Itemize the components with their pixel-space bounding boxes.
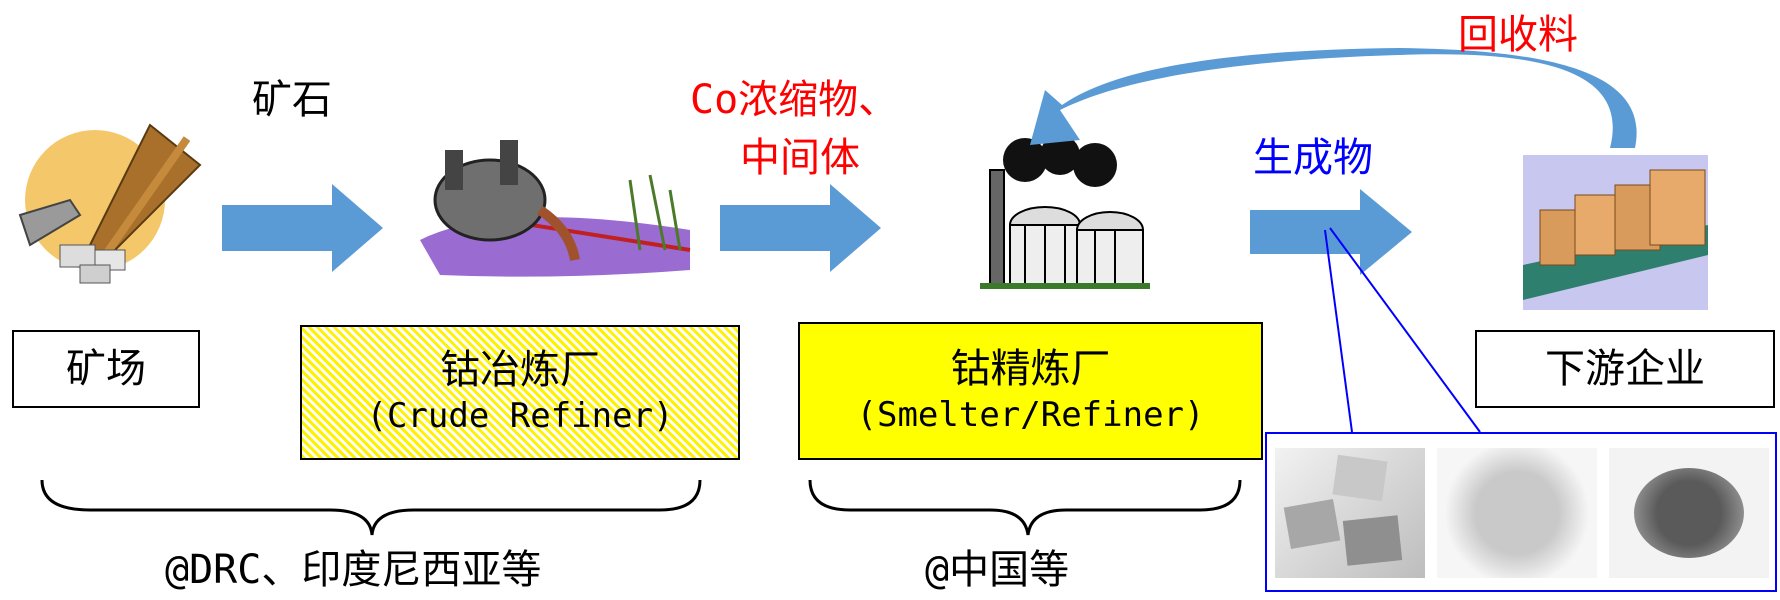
- smelter-refiner-en-label: (Smelter/Refiner): [856, 394, 1205, 435]
- product-flow-arrow: [1250, 189, 1412, 275]
- smelter-refiner-box: 钴精炼厂 (Smelter/Refiner): [798, 322, 1263, 460]
- crude-refiner-box: 钴冶炼厂 (Crude Refiner): [300, 325, 740, 460]
- refinery-factory-icon: [980, 135, 1150, 289]
- product-photos-panel: [1265, 432, 1777, 592]
- conveyor-boxes-icon: [1523, 155, 1708, 310]
- mine-box: 矿场: [12, 330, 200, 408]
- smelter-crucible-icon: [420, 140, 691, 277]
- cobalt-cubes-photo: [1275, 448, 1425, 578]
- cobalt-flakes-photo: [1437, 448, 1597, 578]
- recycled-label: 回收料: [1458, 12, 1578, 58]
- product-callout: [1324, 227, 1481, 433]
- crude-refiner-en-label: (Crude Refiner): [366, 396, 674, 437]
- downstream-label: 下游企业: [1545, 346, 1705, 392]
- crude-refiner-label: 钴冶炼厂: [440, 347, 600, 394]
- mining-pickaxe-icon: [18, 123, 202, 284]
- product-label: 生成物: [1253, 135, 1373, 181]
- upstream-brace: [40, 479, 702, 536]
- upstream-region-label: @DRC、印度尼西亚等: [165, 547, 542, 593]
- concentrate-flow-arrow: [720, 184, 881, 272]
- concentrate-label-line2: 中间体: [740, 135, 860, 181]
- ore-label: 矿石: [252, 77, 332, 123]
- cobalt-powder-photo: [1609, 448, 1769, 578]
- midstream-region-label: @中国等: [925, 547, 1070, 593]
- recycle-flow-arrow: [1030, 48, 1637, 148]
- downstream-box: 下游企业: [1475, 330, 1775, 408]
- concentrate-label-line1: Co浓缩物、: [690, 77, 899, 123]
- smelter-refiner-label: 钴精炼厂: [950, 345, 1111, 392]
- ore-flow-arrow: [222, 184, 383, 272]
- midstream-brace: [808, 479, 1242, 536]
- mine-label: 矿场: [66, 346, 146, 392]
